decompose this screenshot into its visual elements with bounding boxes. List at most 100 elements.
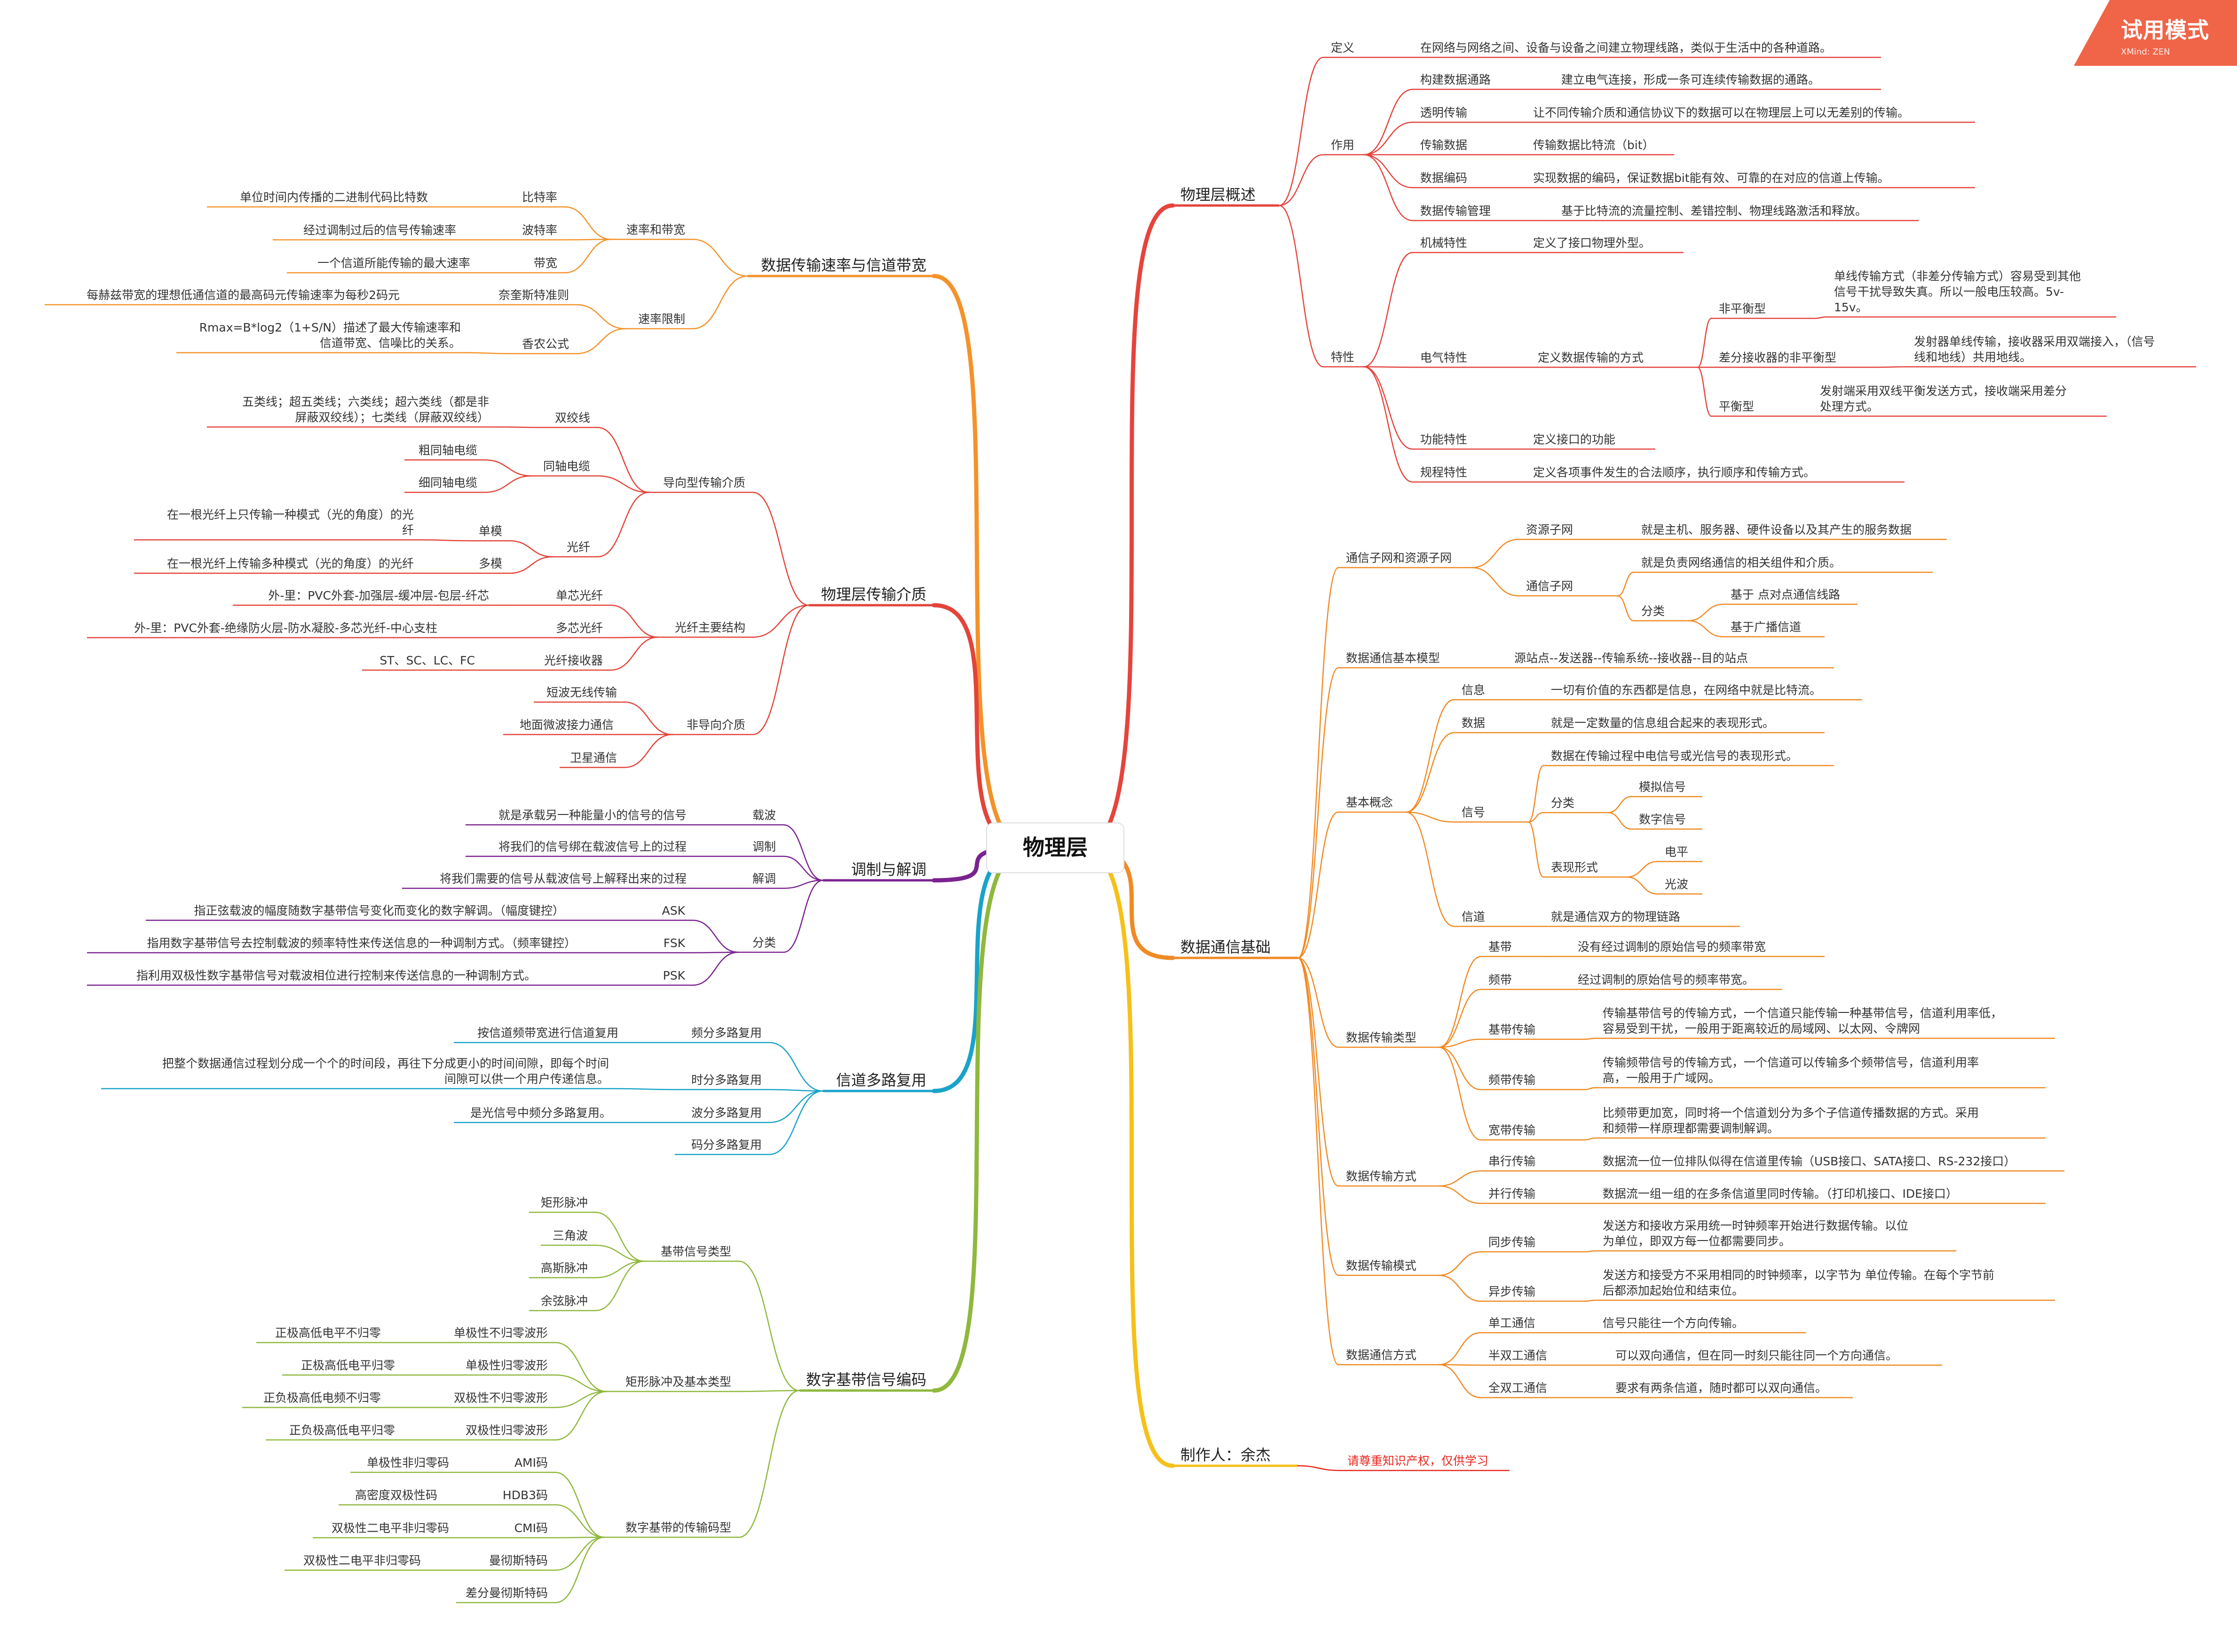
topic-p1c2bv[interactable]: 发射器单线传输，接收器采用双端接入，（信号线和地线）共用地线。 bbox=[1914, 335, 2155, 364]
topic-p1c4v[interactable]: 定义各项事件发生的合法顺序，执行顺序和传输方式。 bbox=[1533, 466, 1815, 479]
topic-q2a3av[interactable]: 在一根光纤上只传输一种模式（光的角度）的光纤 bbox=[167, 508, 414, 537]
topic-q2a2[interactable]: 同轴电缆 bbox=[543, 459, 590, 473]
topic-q1a1[interactable]: 比特率 bbox=[522, 190, 557, 204]
topic-q1[interactable]: 数据传输速率与信道带宽 bbox=[761, 256, 926, 274]
topic-p1c3v[interactable]: 定义接口的功能 bbox=[1533, 433, 1615, 446]
topic-p1b3[interactable]: 传输数据 bbox=[1420, 138, 1467, 152]
topic-p2g1v[interactable]: 信号只能往一个方向传输。 bbox=[1603, 1316, 1744, 1330]
topic-p2c3b2[interactable]: 光波 bbox=[1665, 877, 1688, 891]
topic-p1c2av[interactable]: 单线传输方式（非差分传输方式）容易受到其他信号干扰导致失真。所以一般电压较高。5… bbox=[1834, 269, 2081, 314]
topic-q2a2b[interactable]: 细同轴电缆 bbox=[419, 476, 477, 490]
topic-q3b[interactable]: 调制 bbox=[752, 840, 776, 854]
topic-q2c2[interactable]: 地面微波接力通信 bbox=[520, 718, 614, 732]
topic-q1b1v[interactable]: 每赫兹带宽的理想低通信道的最高码元传输速率为每秒2码元 bbox=[87, 288, 400, 302]
topic-p2f2v[interactable]: 发送方和接受方不采用相同的时钟频率，以字节为 单位传输。在每个字节前后都添加起始… bbox=[1603, 1268, 1994, 1297]
topic-q3a[interactable]: 载波 bbox=[752, 808, 776, 822]
topic-p1a1[interactable]: 在网络与网络之间、设备与设备之间建立物理线路，类似于生活中的各种道路。 bbox=[1420, 41, 1832, 55]
topic-q1a2v[interactable]: 经过调制过后的信号传输速率 bbox=[303, 223, 456, 237]
topic-p1c1v[interactable]: 定义了接口物理外型。 bbox=[1533, 236, 1651, 250]
topic-q1a[interactable]: 速率和带宽 bbox=[626, 223, 685, 237]
topic-q5b1[interactable]: 单极性不归零波形 bbox=[454, 1326, 548, 1340]
topic-p2d5v[interactable]: 比频带更加宽，同时将一个信道划分为多个子信道传播数据的方式。采用和频带一样原理都… bbox=[1603, 1106, 1979, 1135]
topic-p1c2c[interactable]: 平衡型 bbox=[1719, 400, 1754, 413]
topic-q4a[interactable]: 频分多路复用 bbox=[691, 1026, 762, 1040]
topic-q3d[interactable]: 分类 bbox=[752, 936, 776, 949]
topic-q4d[interactable]: 码分多路复用 bbox=[691, 1138, 762, 1152]
topic-q4b[interactable]: 时分多路复用 bbox=[691, 1073, 762, 1087]
topic-q2a3bv[interactable]: 在一根光纤上传输多种模式（光的角度）的光纤 bbox=[167, 557, 414, 570]
topic-q1a1v[interactable]: 单位时间内传播的二进制代码比特数 bbox=[240, 190, 428, 204]
topic-p1c4[interactable]: 规程特性 bbox=[1420, 466, 1467, 479]
topic-q5b[interactable]: 矩形脉冲及基本类型 bbox=[625, 1375, 731, 1389]
topic-q2a3[interactable]: 光纤 bbox=[567, 540, 590, 554]
topic-p2d2[interactable]: 频带 bbox=[1488, 973, 1512, 987]
topic-p2c3a[interactable]: 分类 bbox=[1551, 796, 1574, 810]
topic-q3bv[interactable]: 将我们的信号绑在载波信号上的过程 bbox=[498, 840, 687, 854]
topic-p2e1v[interactable]: 数据流一位一位排队似得在信道里传输（USB接口、SATA接口、RS-232接口） bbox=[1603, 1154, 2016, 1168]
topic-q5c[interactable]: 数字基带的传输码型 bbox=[625, 1521, 731, 1534]
topic-p2g2v[interactable]: 可以双向通信，但在同一时刻只能往同一个方向通信。 bbox=[1615, 1349, 1897, 1362]
topic-p2a2b2[interactable]: 基于广播信道 bbox=[1731, 620, 1801, 634]
topic-p2d4[interactable]: 频带传输 bbox=[1488, 1073, 1535, 1087]
topic-p2c3b1[interactable]: 电平 bbox=[1665, 845, 1688, 859]
topic-p1b4v[interactable]: 实现数据的编码，保证数据bit能有效、可靠的在对应的信道上传输。 bbox=[1533, 171, 1889, 185]
topic-p2c3b[interactable]: 表现形式 bbox=[1551, 861, 1598, 874]
topic-p2c3[interactable]: 信号 bbox=[1462, 806, 1485, 819]
topic-q4cv[interactable]: 是光信号中频分多路复用。 bbox=[470, 1106, 611, 1120]
topic-q2c3[interactable]: 卫星通信 bbox=[570, 751, 617, 765]
topic-q5b4v[interactable]: 正负极高低电平归零 bbox=[289, 1423, 395, 1437]
topic-q2b1v[interactable]: 外-里：PVC外套-加强层-缓冲层-包层-纤芯 bbox=[268, 589, 489, 602]
topic-q3d1[interactable]: ASK bbox=[662, 904, 686, 917]
topic-q5c1v[interactable]: 单极性非归零码 bbox=[367, 1456, 449, 1470]
topic-q5b4[interactable]: 双极性归零波形 bbox=[466, 1423, 548, 1437]
topic-p2a1v[interactable]: 就是主机、服务器、硬件设备以及其产生的服务数据 bbox=[1641, 523, 1912, 537]
topic-p2bv[interactable]: 源站点--发送器--传输系统--接收器--目的站点 bbox=[1514, 651, 1748, 665]
topic-p2d1[interactable]: 基带 bbox=[1488, 940, 1512, 954]
topic-p2f2[interactable]: 异步传输 bbox=[1488, 1285, 1535, 1298]
topic-q5c1[interactable]: AMI码 bbox=[514, 1456, 548, 1470]
topic-q1a2[interactable]: 波特率 bbox=[522, 223, 557, 237]
topic-p2d3[interactable]: 基带传输 bbox=[1488, 1023, 1535, 1036]
topic-q2a[interactable]: 导向型传输介质 bbox=[663, 476, 745, 490]
topic-p2c4v[interactable]: 就是通信双方的物理链路 bbox=[1551, 910, 1680, 924]
topic-q1b1[interactable]: 奈奎斯特准则 bbox=[498, 288, 569, 302]
topic-q3d3[interactable]: PSK bbox=[663, 969, 686, 982]
topic-p2a2v[interactable]: 就是负责网络通信的相关组件和介质。 bbox=[1641, 556, 1841, 569]
topic-q2a1v[interactable]: 五类线；超五类线；六类线；超六类线（都是非屏蔽双绞线）；七类线（屏蔽双绞线） bbox=[242, 395, 489, 424]
topic-p1b3v[interactable]: 传输数据比特流（bit） bbox=[1533, 138, 1654, 152]
topic-q5a1[interactable]: 矩形脉冲 bbox=[541, 1196, 588, 1209]
topic-p2f1[interactable]: 同步传输 bbox=[1488, 1235, 1535, 1249]
topic-p2f[interactable]: 数据传输模式 bbox=[1346, 1259, 1416, 1273]
topic-p1c3[interactable]: 功能特性 bbox=[1420, 433, 1467, 446]
topic-q3d1v[interactable]: 指正弦载波的幅度随数字基带信号变化而变化的数字解调。（幅度键控） bbox=[194, 904, 564, 917]
topic-q4bv[interactable]: 把整个数据通信过程划分成一个个的时间段，再往下分成更小的时间间隙，即每个时间间隙… bbox=[162, 1057, 609, 1086]
topic-p1b5v[interactable]: 基于比特流的流量控制、差错控制、物理线路激活和释放。 bbox=[1561, 204, 1867, 218]
topic-p2g3v[interactable]: 要求有两条信道，随时都可以双向通信。 bbox=[1615, 1381, 1827, 1395]
topic-q1a3v[interactable]: 一个信道所能传输的最大速率 bbox=[317, 256, 470, 270]
topic-p1c2b[interactable]: 差分接收器的非平衡型 bbox=[1719, 351, 1836, 364]
topic-q5c3v[interactable]: 双极性二电平非归零码 bbox=[332, 1521, 449, 1535]
topic-q5[interactable]: 数字基带信号编码 bbox=[806, 1371, 926, 1389]
topic-q3cv[interactable]: 将我们需要的信号从载波信号上解释出来的过程 bbox=[440, 872, 687, 885]
topic-q5b2v[interactable]: 正极高低电平归零 bbox=[301, 1359, 395, 1372]
topic-p2c3a1[interactable]: 模拟信号 bbox=[1639, 780, 1686, 794]
topic-p2g1[interactable]: 单工通信 bbox=[1488, 1316, 1535, 1330]
topic-p2e2v[interactable]: 数据流一组一组的在多条信道里同时传输。（打印机接口、IDE接口） bbox=[1603, 1187, 1958, 1201]
topic-q2b3v[interactable]: ST、SC、LC、FC bbox=[379, 654, 475, 667]
topic-p1[interactable]: 物理层概述 bbox=[1180, 186, 1256, 204]
topic-q4[interactable]: 信道多路复用 bbox=[836, 1071, 926, 1089]
topic-p2c1v[interactable]: 一切有价值的东西都是信息，在网络中就是比特流。 bbox=[1551, 683, 1821, 697]
topic-q5c3[interactable]: CMI码 bbox=[514, 1521, 548, 1535]
topic-q1b[interactable]: 速率限制 bbox=[638, 312, 685, 326]
topic-q4c[interactable]: 波分多路复用 bbox=[691, 1106, 762, 1120]
topic-p2a1[interactable]: 资源子网 bbox=[1526, 523, 1573, 537]
topic-q1a3[interactable]: 带宽 bbox=[534, 256, 557, 270]
topic-q2a3b[interactable]: 多模 bbox=[479, 557, 502, 570]
topic-p2f1v[interactable]: 发送方和接收方采用统一时钟频率开始进行数据传输。以位为单位，即双方每一位都需要同… bbox=[1603, 1219, 1908, 1248]
topic-p2c2[interactable]: 数据 bbox=[1462, 716, 1485, 730]
topic-p2g2[interactable]: 半双工通信 bbox=[1488, 1349, 1547, 1362]
topic-q5a[interactable]: 基带信号类型 bbox=[661, 1245, 731, 1258]
topic-p2d[interactable]: 数据传输类型 bbox=[1346, 1031, 1416, 1044]
topic-q3[interactable]: 调制与解调 bbox=[851, 861, 926, 878]
topic-p1b2v[interactable]: 让不同传输介质和通信协议下的数据可以在物理层上可以无差别的传输。 bbox=[1533, 106, 1909, 119]
